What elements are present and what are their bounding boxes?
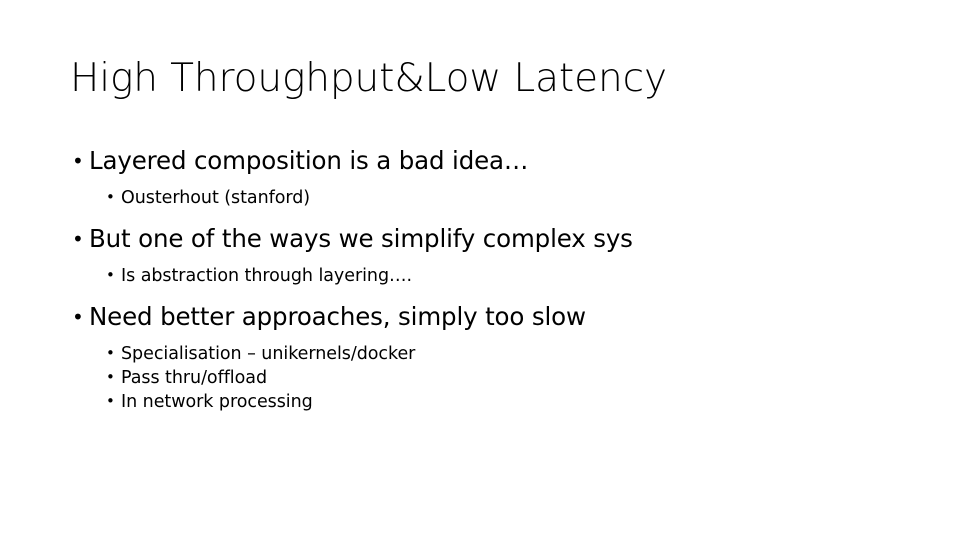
bullet-text: Is abstraction through layering…. (121, 266, 412, 287)
bullet-level2: • Ousterhout (stanford) (0, 187, 960, 211)
spacer (0, 289, 960, 300)
bullet-text: Need better approaches, simply too slow (89, 302, 586, 332)
spacer (0, 211, 960, 222)
bullet-text: In network processing (121, 392, 313, 413)
slide-body: • Layered composition is a bad idea… • O… (0, 144, 960, 415)
bullet-level1: • Layered composition is a bad idea… (0, 144, 960, 178)
bullet-text: Layered composition is a bad idea… (89, 146, 529, 175)
spacer (0, 256, 960, 265)
bullet-text: But one of the ways we simplify complex … (89, 224, 633, 254)
bullet-dot-icon: • (106, 368, 115, 387)
bullet-text: Ousterhout (stanford) (121, 188, 311, 209)
bullet-level1: • Need better approaches, simply too slo… (0, 300, 960, 334)
bullet-dot-icon: • (106, 392, 115, 411)
bullet-level2: • In network processing (0, 391, 960, 415)
bullet-dot-icon: • (106, 266, 115, 285)
bullet-text: Pass thru/offload (121, 368, 268, 389)
bullet-dot-icon: • (72, 149, 84, 173)
bullet-level2: • Pass thru/offload (0, 367, 960, 391)
bullet-dot-icon: • (72, 305, 84, 330)
bullet-dot-icon: • (106, 344, 115, 363)
bullet-level2: • Specialisation – unikernels/docker (0, 343, 960, 367)
bullet-level2: • Is abstraction through layering…. (0, 265, 960, 289)
bullet-dot-icon: • (72, 227, 84, 252)
spacer (0, 178, 960, 187)
spacer (0, 334, 960, 343)
slide-title: High Throughput&Low Latency (70, 56, 667, 101)
bullet-text: Specialisation – unikernels/docker (121, 344, 416, 365)
bullet-level1: • But one of the ways we simplify comple… (0, 222, 960, 256)
bullet-dot-icon: • (106, 188, 115, 207)
